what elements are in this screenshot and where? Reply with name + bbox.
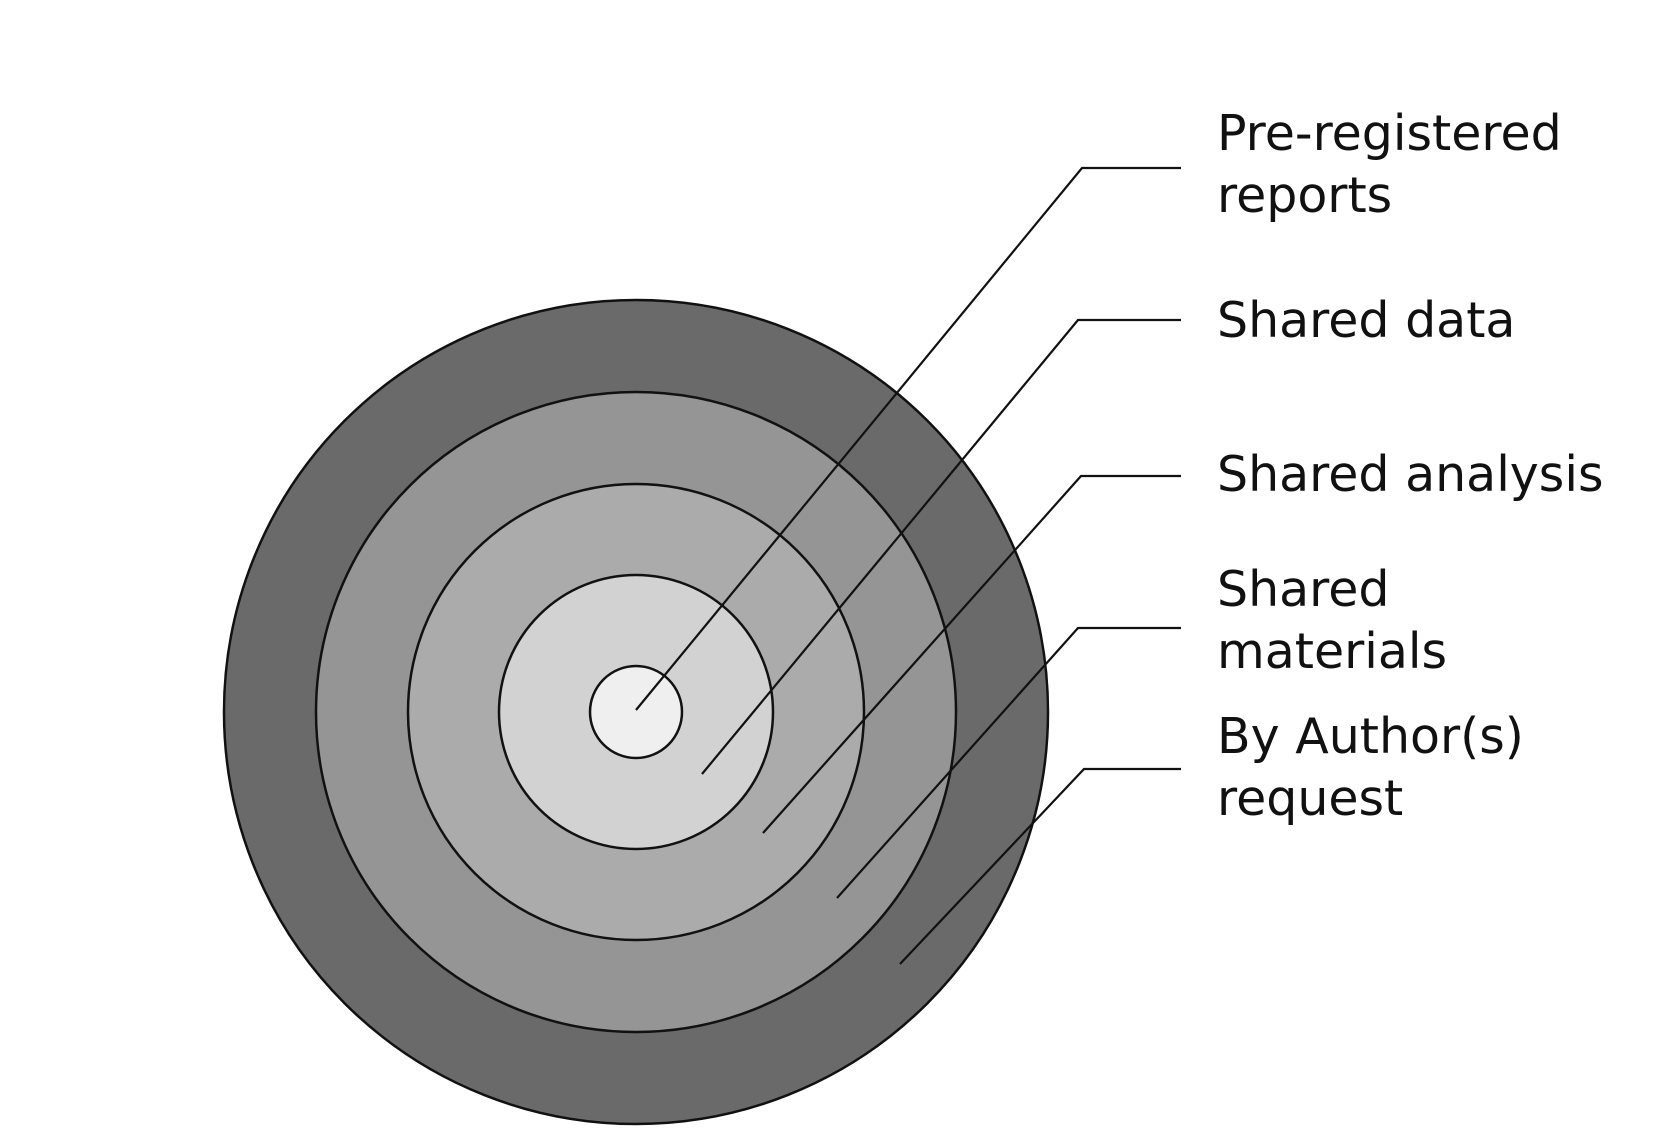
leader-line-shared-materials [836,626,1181,899]
label-shared-materials: Shared materials [1217,561,1448,680]
label-pre-registered-reports: Pre-registered reports [1217,105,1562,224]
rings [222,298,1050,1126]
label-shared-data: Shared data [1217,292,1516,349]
label-shared-analysis: Shared analysis [1217,446,1604,503]
leader-line-by-authors-request [899,767,1181,965]
ring-pre-registered-reports [588,664,684,760]
leader-line-pre-registered-reports [635,166,1181,711]
leader-line-shared-analysis [762,474,1181,834]
label-by-authors-request: By Author(s) request [1217,708,1524,827]
leader-lines [635,166,1181,965]
leader-line-shared-data [701,318,1181,775]
